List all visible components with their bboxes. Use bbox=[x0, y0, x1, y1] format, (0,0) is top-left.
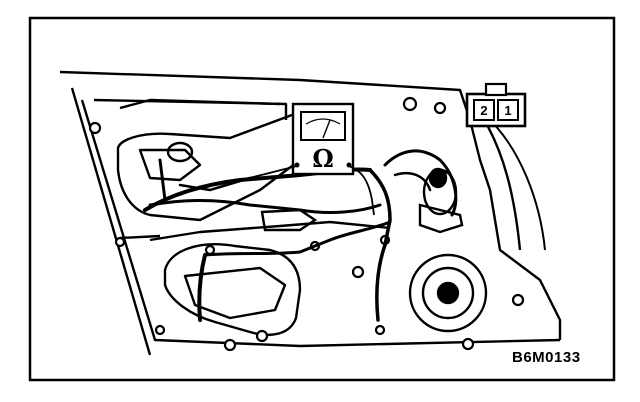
ohm-symbol: Ω bbox=[312, 144, 333, 173]
ohmmeter: Ω bbox=[291, 102, 355, 176]
diagram-border bbox=[28, 16, 616, 382]
figure-code: B6M0133 bbox=[512, 349, 581, 366]
pin-2-label: 2 bbox=[480, 103, 487, 118]
meter-display bbox=[300, 111, 346, 141]
meter-leads bbox=[194, 165, 375, 216]
regulator-motor bbox=[166, 141, 464, 234]
pin-1-label: 1 bbox=[504, 103, 511, 118]
connector-pin-2 bbox=[473, 99, 495, 121]
connector-pin-1 bbox=[497, 99, 519, 121]
connector: 2 1 bbox=[465, 82, 527, 128]
connector-latch bbox=[484, 82, 508, 97]
